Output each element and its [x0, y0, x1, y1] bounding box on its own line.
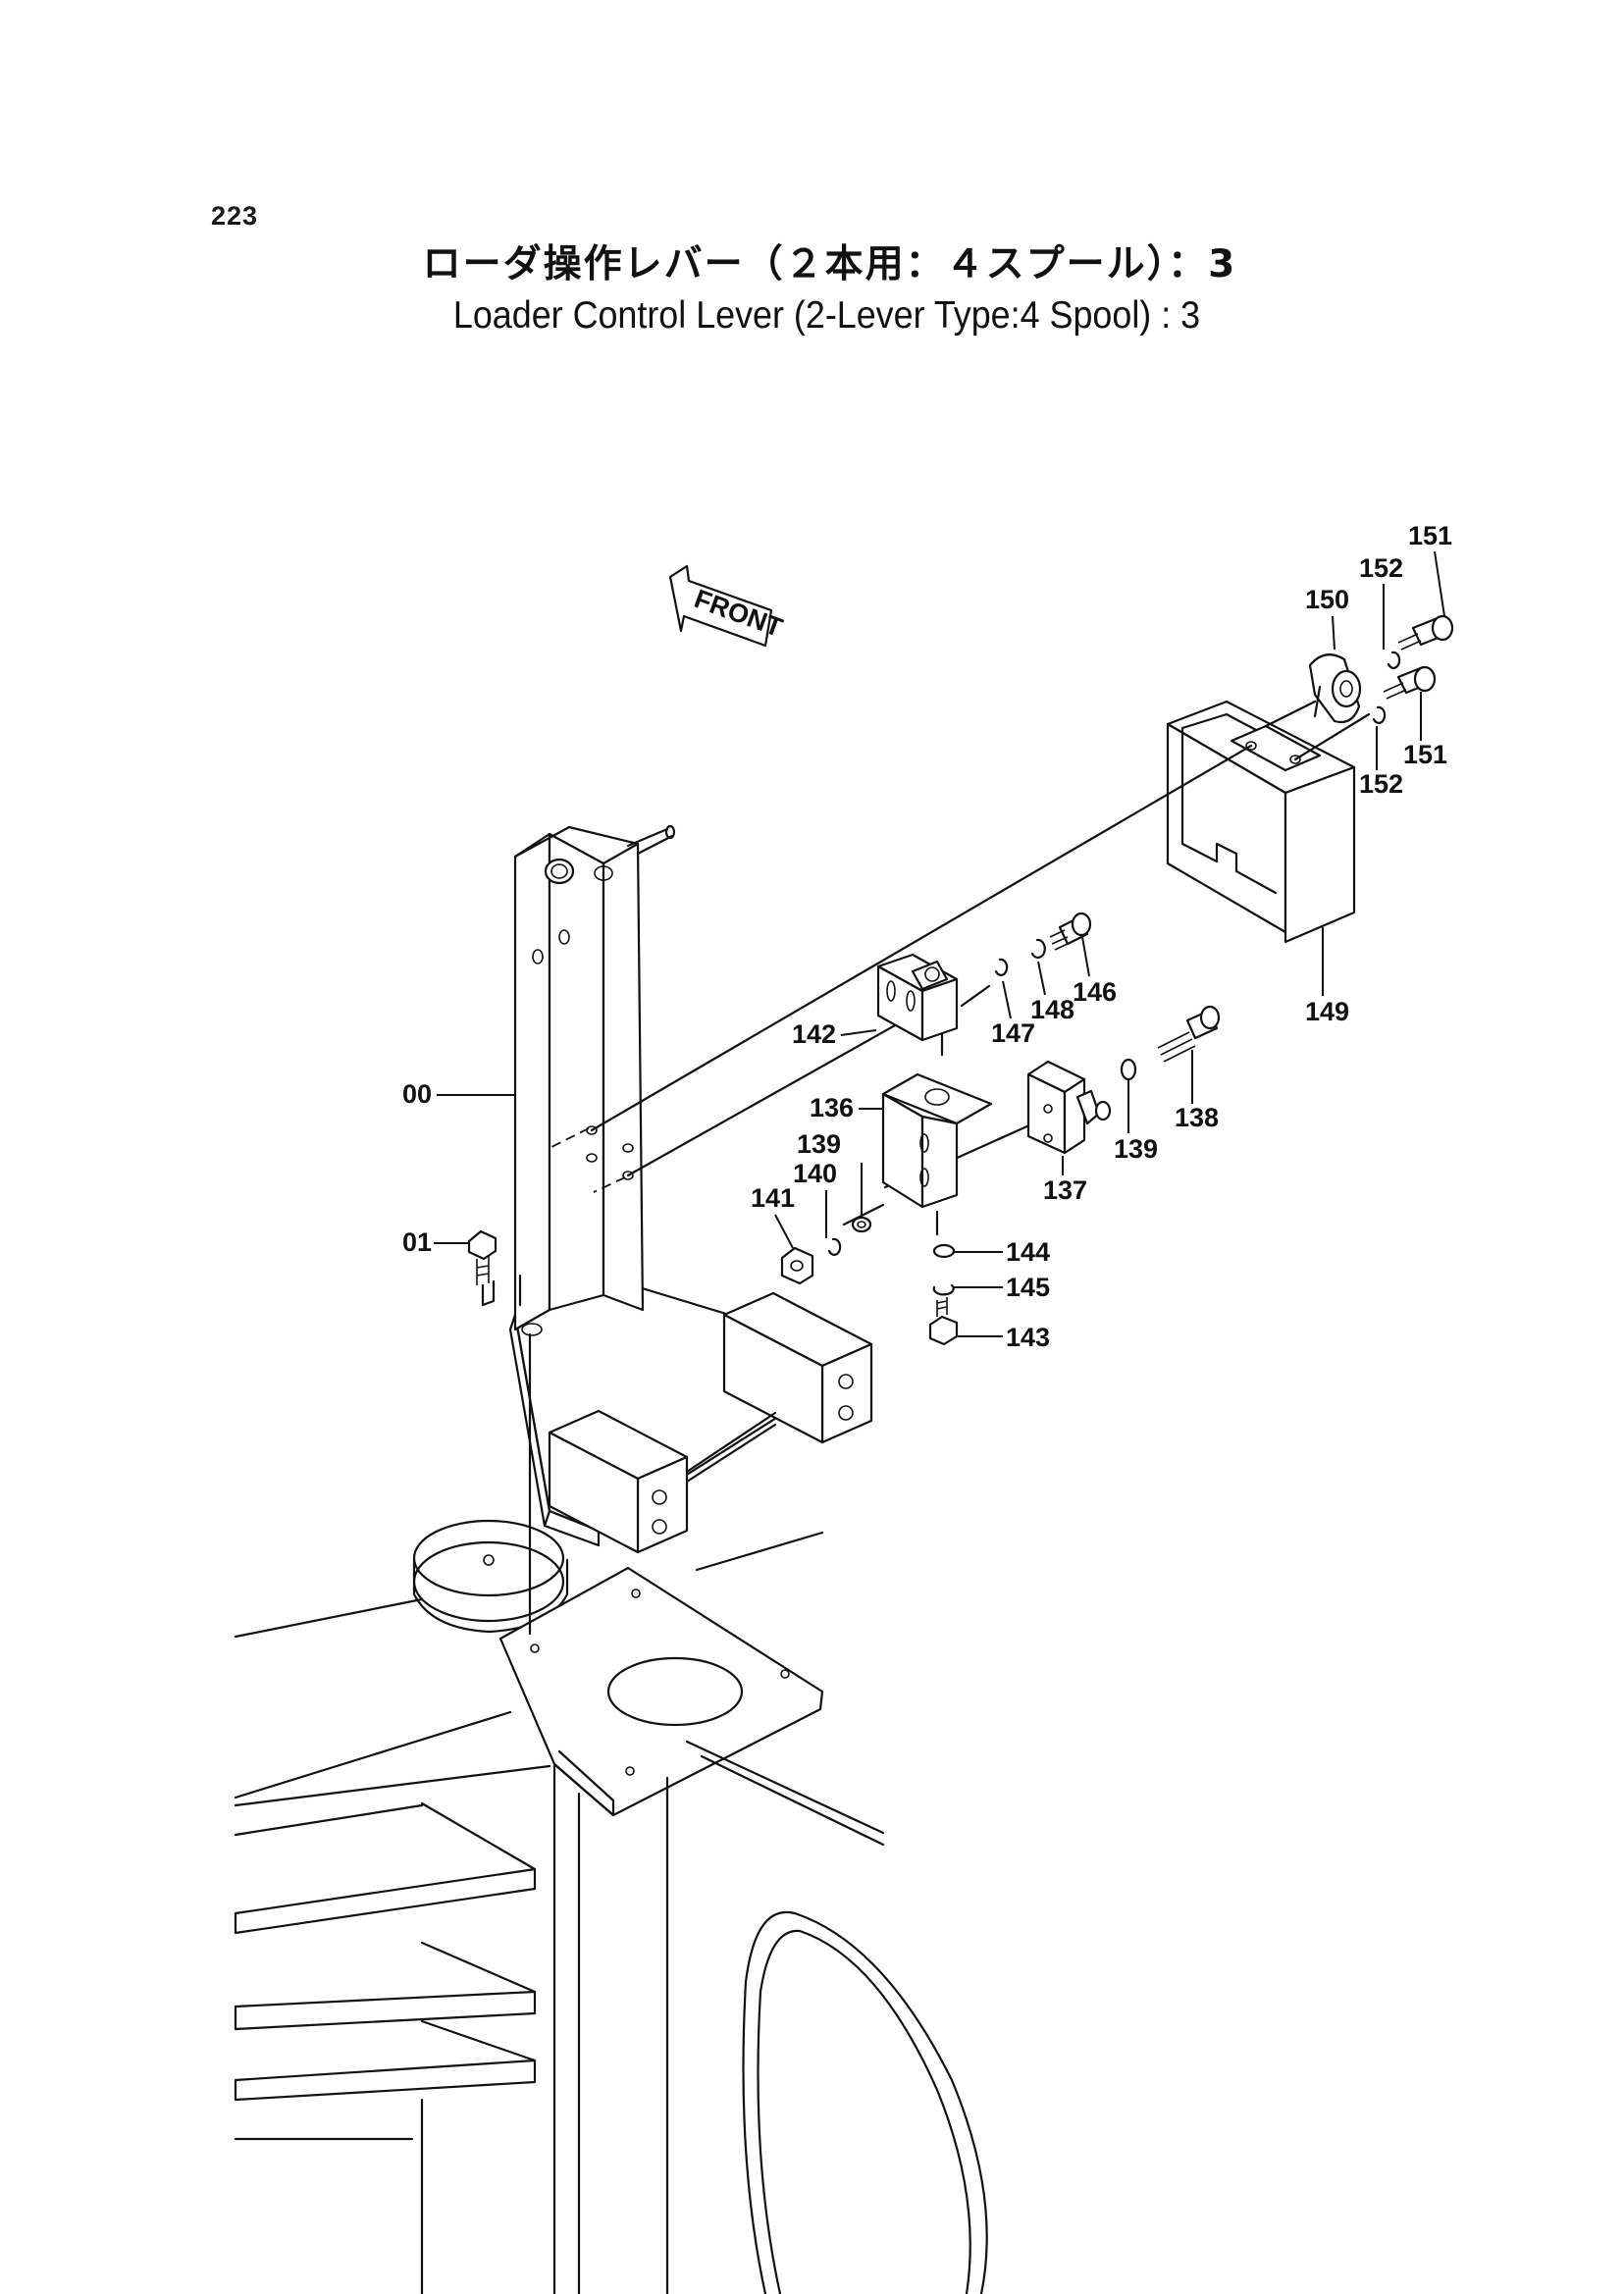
label-139-left: 139 — [797, 1129, 841, 1159]
base-bracket — [508, 1272, 873, 1554]
label-152-bottom: 152 — [1359, 769, 1403, 799]
page-number: 223 — [211, 201, 259, 231]
label-143: 143 — [1006, 1323, 1050, 1352]
label-01: 01 — [402, 1227, 432, 1257]
label-151-top: 151 — [1408, 521, 1452, 550]
bracket-142 — [876, 953, 959, 1042]
pivot-link — [1308, 653, 1362, 724]
label-137: 137 — [1043, 1175, 1087, 1205]
label-146: 146 — [1073, 977, 1117, 1007]
label-142: 142 — [792, 1019, 836, 1049]
label-150: 150 — [1305, 585, 1349, 614]
front-arrow-icon: FRONT — [668, 564, 787, 648]
label-152-top: 152 — [1359, 553, 1403, 583]
label-144: 144 — [1006, 1237, 1050, 1267]
label-149: 149 — [1305, 997, 1349, 1026]
cover-box — [1166, 700, 1356, 944]
label-147: 147 — [991, 1018, 1035, 1048]
part-callouts: 00 01 142 136 139 140 141 147 148 146 14… — [402, 521, 1452, 1352]
label-138: 138 — [1175, 1103, 1219, 1132]
switch-137 — [1026, 1060, 1112, 1155]
label-145: 145 — [1006, 1273, 1050, 1302]
cab-structure — [234, 1519, 988, 2294]
label-139-right: 139 — [1114, 1134, 1158, 1164]
label-00: 00 — [402, 1079, 432, 1109]
lever-column — [513, 824, 676, 1331]
label-141: 141 — [751, 1183, 795, 1213]
label-148: 148 — [1030, 995, 1074, 1024]
label-151-bottom: 151 — [1403, 740, 1447, 769]
label-136: 136 — [810, 1093, 854, 1122]
bracket-136 — [881, 1072, 993, 1209]
title-english: Loader Control Lever (2-Lever Type:4 Spo… — [452, 294, 1201, 337]
assembly-lines — [528, 700, 1371, 1636]
label-140: 140 — [793, 1159, 837, 1188]
title-japanese: ローダ操作レバー（２本用：４スプール）：3 — [422, 242, 1237, 287]
hardware — [467, 614, 1454, 1346]
